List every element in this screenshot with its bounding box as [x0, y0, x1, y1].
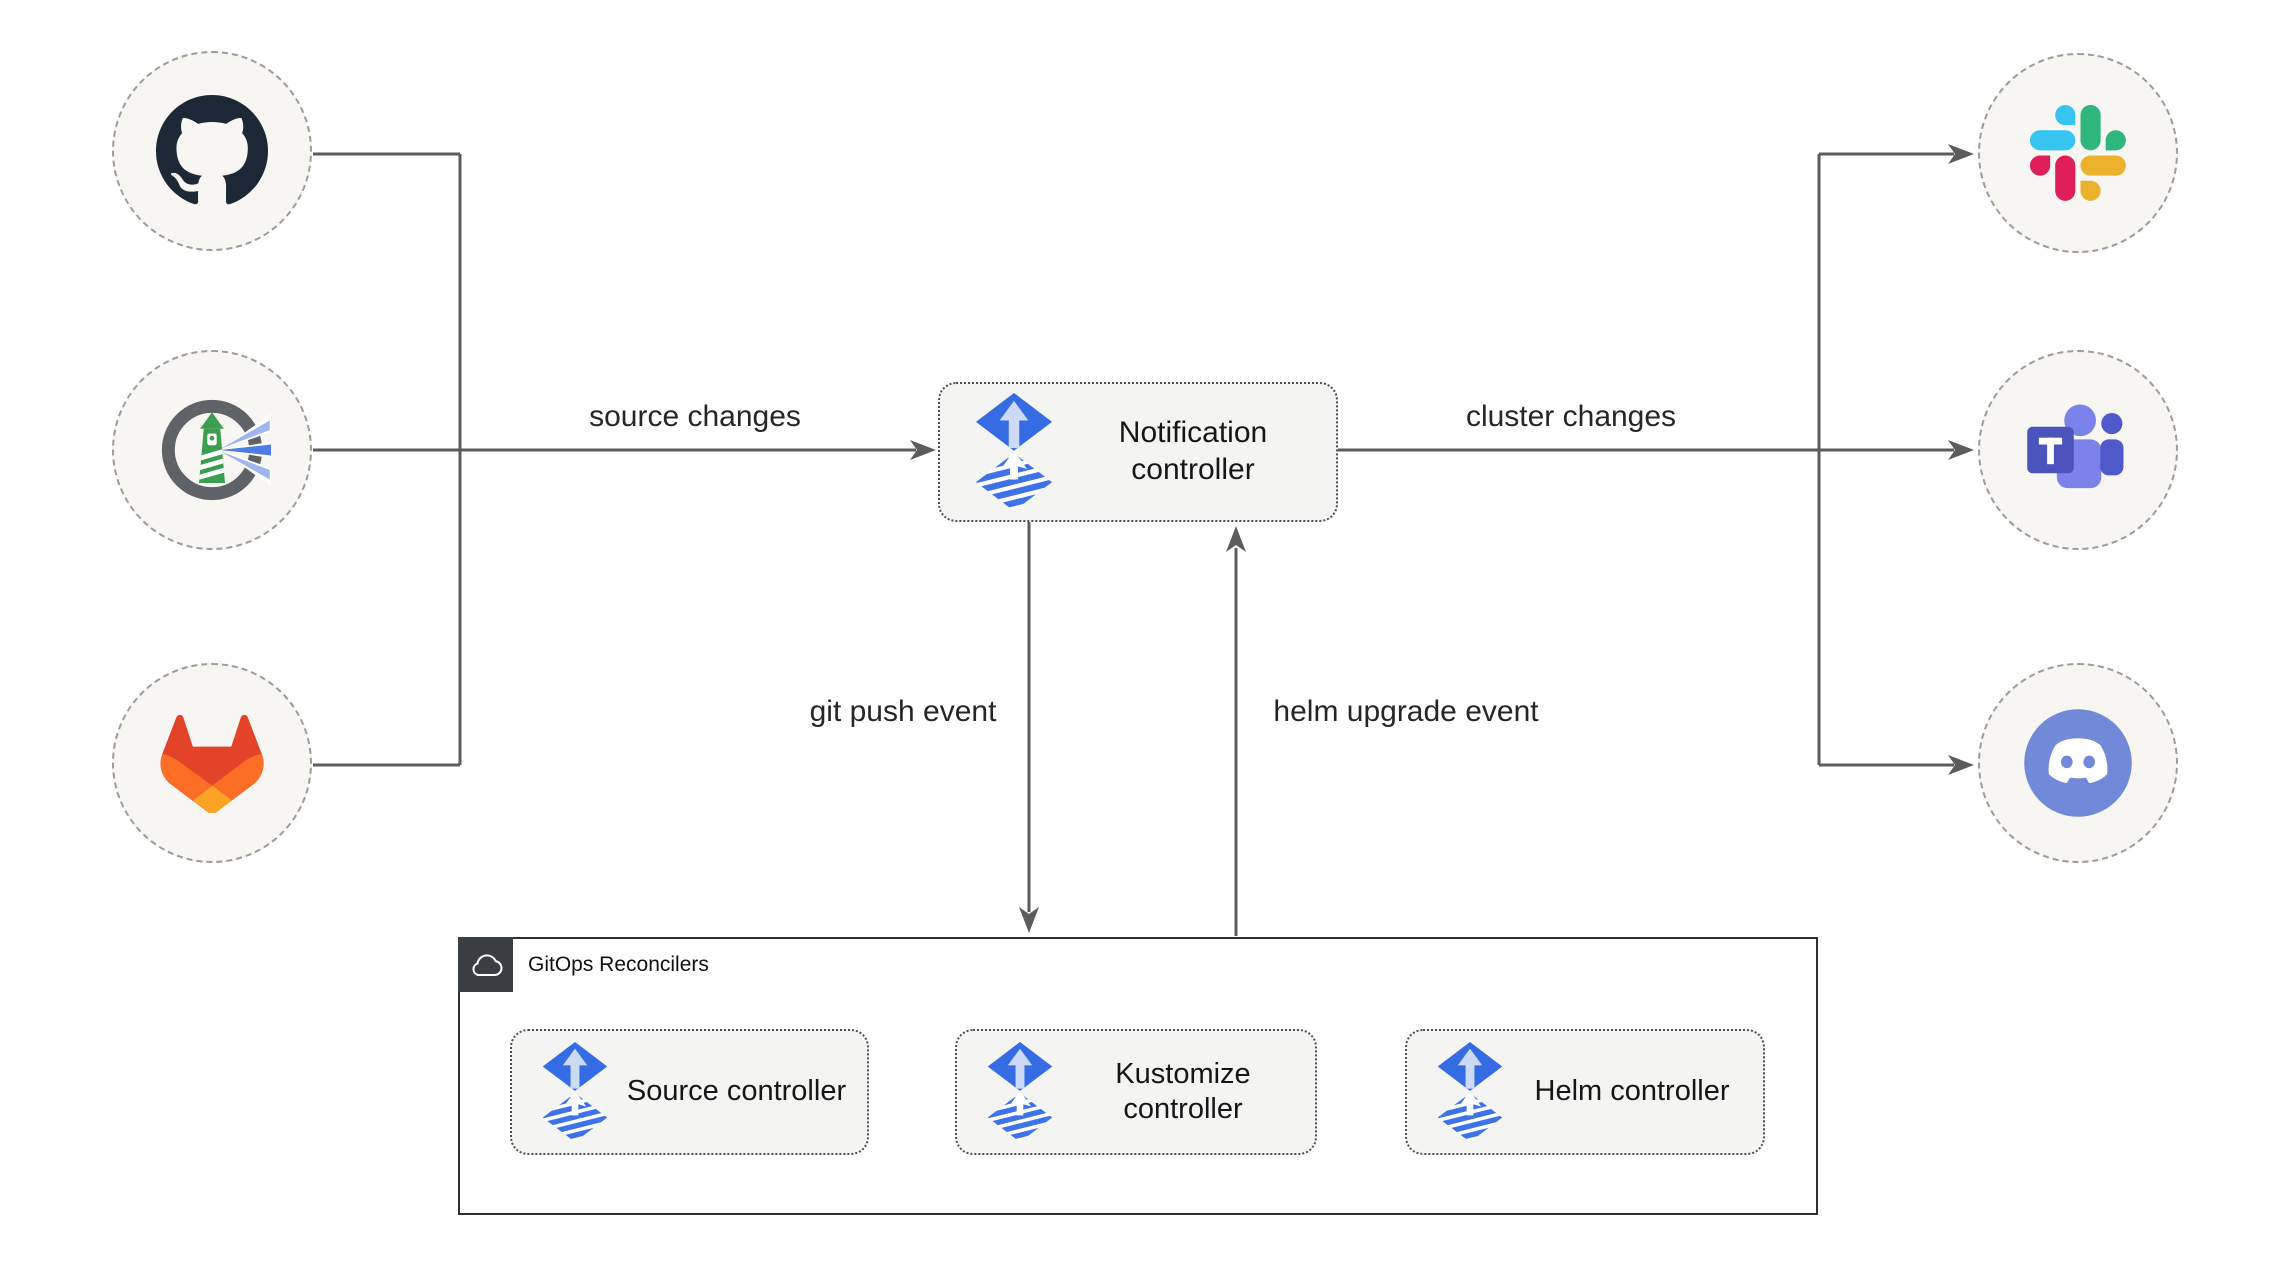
arrowhead-teams: [1948, 440, 1974, 460]
node-microsoft-teams: [1978, 350, 2178, 550]
container-tab: [458, 937, 513, 992]
arrowhead-helm-upgrade: [1226, 526, 1246, 552]
gitlab-icon: [160, 714, 264, 813]
kustomize-controller-label: Kustomize controller: [1115, 1057, 1251, 1125]
arrowhead-notification: [910, 440, 936, 460]
flux-icon: [970, 393, 1058, 511]
edge-label-cluster-changes: cluster changes: [1465, 400, 1677, 433]
github-icon: [156, 95, 268, 205]
microsoft-teams-icon: [2027, 404, 2124, 489]
edge-label-git-push-event: git push event: [809, 695, 997, 728]
arrowhead-slack: [1948, 144, 1974, 164]
notification-controller-box: Notification controller: [938, 382, 1338, 522]
harbor-icon: [161, 399, 271, 501]
flux-icon: [987, 1042, 1053, 1142]
node-github: [112, 51, 312, 251]
flux-icon: [983, 1042, 1057, 1142]
edge-label-helm-upgrade-event: helm upgrade event: [1273, 695, 1539, 728]
edge-label-source-changes: source changes: [589, 400, 801, 433]
node-discord: [1978, 663, 2178, 863]
slack-icon: [2030, 105, 2126, 201]
node-slack: [1978, 53, 2178, 253]
node-gitlab: [112, 663, 312, 863]
source-controller-label: Source controller: [626, 1075, 847, 1108]
helm-controller-box: Helm controller: [1405, 1029, 1765, 1155]
helm-controller-label: Helm controller: [1534, 1075, 1730, 1108]
gitops-reconcilers-container: GitOps Reconcilers Source controller: [458, 937, 1818, 1215]
flux-icon: [975, 393, 1053, 511]
flux-icon: [1433, 1042, 1507, 1142]
discord-icon: [2024, 709, 2132, 817]
source-controller-box: Source controller: [510, 1029, 869, 1155]
container-title: GitOps Reconcilers: [528, 953, 709, 976]
flux-icon: [1437, 1042, 1503, 1142]
node-harbor: [112, 350, 312, 550]
notification-controller-label: Notification controller: [1118, 416, 1268, 486]
cloud-icon: [471, 953, 503, 976]
flux-icon: [542, 1042, 608, 1142]
arrowhead-discord: [1948, 755, 1974, 775]
flux-icon: [538, 1042, 612, 1142]
arrowhead-git-push: [1019, 907, 1039, 933]
kustomize-controller-box: Kustomize controller: [955, 1029, 1317, 1155]
